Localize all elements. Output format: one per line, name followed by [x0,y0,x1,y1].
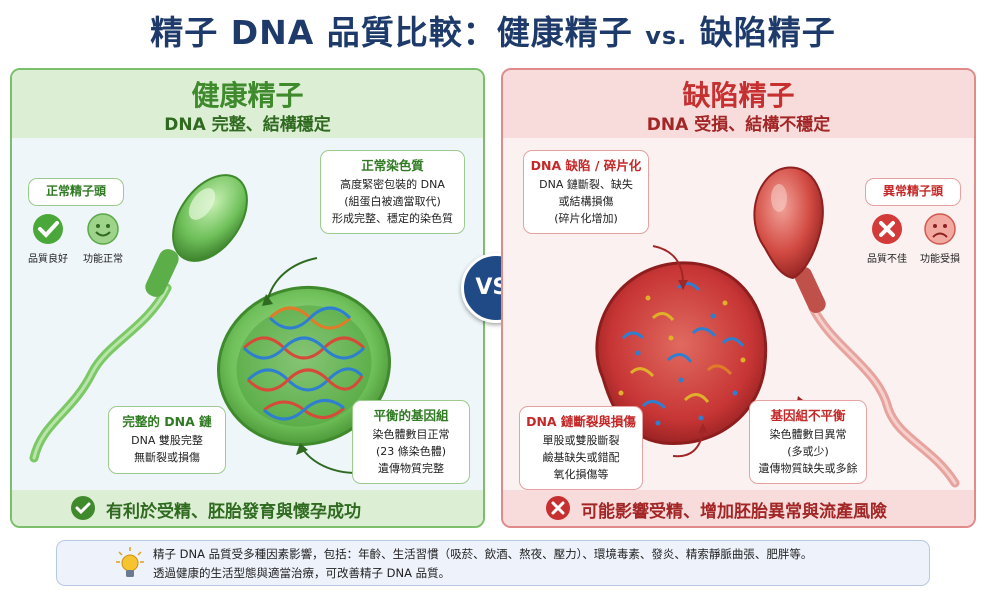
defective-illustration [595,166,960,488]
dna-break-line-3: 氧化損傷等 [553,468,609,481]
balanced-genome-title: 平衡的基因組 [373,408,449,423]
normal-head-title: 正常精子頭 [45,184,106,198]
defective-heading: 缺陷精子 [682,79,795,112]
balanced-genome-line-1: 染色體數目正常 [372,428,450,441]
normal-chromatin-title: 正常染色質 [361,158,424,173]
healthy-footer: 有利於受精、胚胎發育與懷孕成功 [12,490,483,526]
x-circle-icon [546,496,570,520]
dna-defect-line-1: DNA 鏈斷裂、缺失 [539,178,633,191]
defective-panel: 缺陷精子 DNA 受損、結構不穩定 [501,68,976,528]
balanced-genome-line-2: (23 條染色體) [375,445,447,458]
abnormal-head-item-1: 品質不佳 [867,254,907,265]
balanced-genome-line-3: 遺傳物質完整 [378,462,444,475]
check-circle-icon [71,496,95,520]
intact-dna-line-1: DNA 雙股完整 [131,434,203,447]
normal-chromatin-line-3: 形成完整、穩定的染色質 [332,212,453,225]
sad-face-icon [924,213,956,245]
healthy-dna-strands [242,306,366,421]
dna-break-box: DNA 鏈斷裂與損傷 單股或雙股斷裂 鹼基缺失或錯配 氧化損傷等 [519,406,643,490]
normal-chromatin-line-1: 高度緊密包裝的 DNA [340,178,445,191]
defective-dna-debris [635,313,738,426]
info-line-2: 透過健康的生活型態與適當治療，可改善精子 DNA 品質。 [153,566,451,580]
healthy-heading: 健康精子 [191,79,304,112]
cross-icon [872,214,902,244]
abnormal-head-label: 異常精子頭 [865,178,961,206]
genome-imbalance-line-1: 染色體數目異常 [769,428,847,441]
info-line-1: 精子 DNA 品質受多種因素影響，包括：年齡、生活習慣（吸菸、飲酒、熬夜、壓力）… [153,547,813,561]
page-title: 精子 DNA 品質比較：健康精子 vs. 缺陷精子 [0,6,986,54]
dna-defect-box: DNA 缺陷 / 碎片化 DNA 鏈斷裂、缺失 或結構損傷 (碎片化增加) [523,150,649,234]
healthy-chromatin-cell [217,285,391,447]
defective-footer-text: 可能影響受精、增加胚胎異常與流產風險 [581,502,887,522]
dna-break-title: DNA 鏈斷裂與損傷 [526,414,636,429]
dna-defect-line-2: 或結構損傷 [558,195,614,208]
arrow-defect [652,245,684,284]
genome-imbalance-line-3: 遺傳物質缺失或多餘 [758,462,858,475]
defective-subheading: DNA 受損、結構不穩定 [646,115,831,135]
info-note: 精子 DNA 品質受多種因素影響，包括：年齡、生活習慣（吸菸、飲酒、熬夜、壓力）… [56,540,930,586]
intact-dna-title: 完整的 DNA 鏈 [122,414,212,429]
lightbulb-icon [116,547,144,577]
arrow-chromatin [266,257,318,304]
defective-sperm-midpiece [794,267,826,313]
normal-head-item-1: 品質良好 [28,254,68,265]
normal-chromatin-box: 正常染色質 高度緊密包裝的 DNA (組蛋白被適當取代) 形成完整、穩定的染色質 [320,150,465,234]
intact-dna-line-2: 無斷裂或損傷 [134,451,200,464]
title-prefix: 精子 DNA 品質比較：健康精子 [150,13,633,52]
dna-break-line-2: 鹼基缺失或錯配 [542,451,620,464]
genome-imbalance-line-2: (多或少) [787,445,829,458]
genome-imbalance-title: 基因組不平衡 [770,408,846,423]
abnormal-head-title: 異常精子頭 [882,184,943,198]
balanced-genome-box: 平衡的基因組 染色體數目正常 (23 條染色體) 遺傳物質完整 [352,400,470,484]
check-icon [33,214,63,244]
defective-header: 缺陷精子 DNA 受損、結構不穩定 [503,70,974,138]
healthy-sperm-head [172,174,248,262]
genome-imbalance-box: 基因組不平衡 染色體數目異常 (多或少) 遺傳物質缺失或多餘 [749,400,867,484]
defective-sperm-head [753,166,824,280]
arrow-breaks [672,429,704,458]
defective-footer: 可能影響受精、增加胚胎異常與流產風險 [503,490,974,526]
dna-defect-line-3: (碎片化增加) [554,212,618,225]
intact-dna-box: 完整的 DNA 鏈 DNA 雙股完整 無斷裂或損傷 [108,406,226,474]
normal-chromatin-line-2: (組蛋白被適當取代) [344,195,441,208]
healthy-subheading: DNA 完整、結構穩定 [164,115,331,135]
dna-break-line-1: 單股或雙股斷裂 [542,434,620,447]
healthy-panel: 健康精子 DNA 完整、結構穩定 [10,68,485,528]
normal-head-item-2: 功能正常 [83,254,123,265]
defective-dna-fragments [621,282,745,410]
title-suffix: 缺陷精子 [699,13,836,52]
arrow-genome [301,447,358,474]
healthy-header: 健康精子 DNA 完整、結構穩定 [12,70,483,138]
title-vs: vs. [645,22,688,50]
normal-head-label: 正常精子頭 [28,178,124,206]
abnormal-head-item-2: 功能受損 [920,254,960,265]
healthy-footer-text: 有利於受精、胚胎發育與懷孕成功 [106,502,361,522]
healthy-sperm-midpiece [145,249,179,297]
dna-defect-title: DNA 缺陷 / 碎片化 [530,158,642,173]
smile-icon [87,213,119,245]
